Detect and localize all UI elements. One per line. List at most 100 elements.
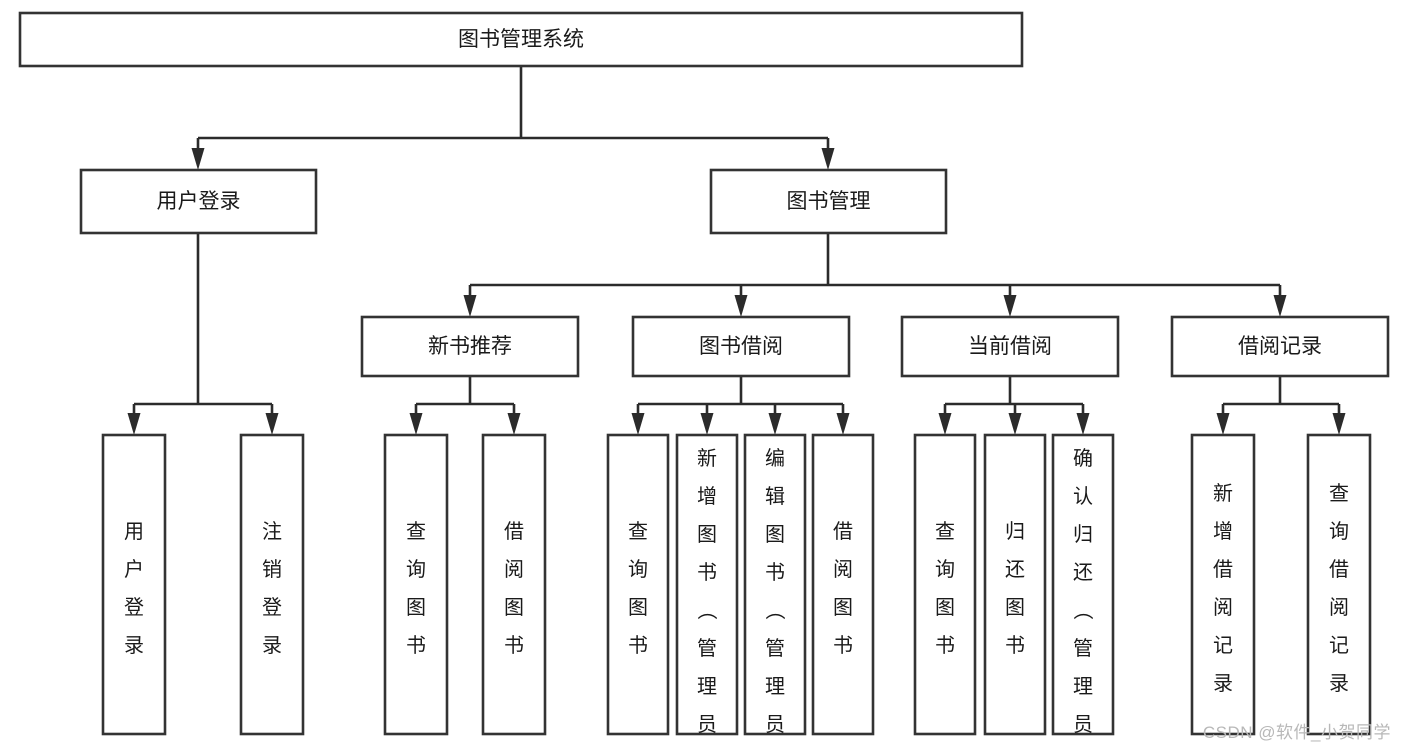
- node-label-leaf-edit-book-admin-char-2: 图: [765, 524, 785, 546]
- node-label-leaf-confirm-return-admin-char-2: 归: [1073, 523, 1093, 546]
- node-label-user-login: 用户登录: [157, 190, 241, 213]
- node-borrow-record[interactable]: 借阅记录: [1170, 315, 1390, 378]
- node-box-leaf-query-book-1: [383, 433, 449, 736]
- arrow-head-icon: [1008, 413, 1022, 435]
- arrow-head-icon: [127, 413, 141, 435]
- node-label-leaf-edit-book-admin-char-3: 书: [765, 561, 785, 584]
- node-box-root: [18, 11, 1024, 68]
- arrow-head-icon: [409, 413, 423, 435]
- node-label-leaf-confirm-return-admin-char-3: 还: [1073, 561, 1093, 584]
- node-label-leaf-borrow-book-2-char-3: 书: [833, 634, 853, 657]
- node-label-leaf-user-login-char-1: 户: [124, 558, 144, 581]
- node-box-leaf-borrow-book-2: [811, 433, 875, 736]
- node-label-leaf-query-book-1-char-1: 询: [406, 558, 426, 581]
- arrow-head-icon: [191, 148, 205, 170]
- node-label-new-book-recommend: 新书推荐: [428, 335, 512, 358]
- connector-user-login-to-leaves: [127, 233, 279, 435]
- node-book-manage[interactable]: 图书管理: [709, 168, 948, 235]
- node-label-leaf-borrow-book-1-char-0: 借: [504, 520, 524, 543]
- node-box-leaf-add-book-admin: [675, 433, 739, 736]
- node-box-leaf-add-borrow-record: [1190, 433, 1256, 736]
- node-label-leaf-query-book-1-char-0: 查: [406, 520, 426, 543]
- node-label-leaf-add-book-admin-char-7: 员: [697, 714, 717, 736]
- node-leaf-user-login[interactable]: 用户登录: [101, 433, 167, 736]
- csdn-watermark: CSDN @软件_小贺同学: [1202, 723, 1391, 742]
- node-label-leaf-confirm-return-admin-char-7: 员: [1073, 714, 1093, 736]
- node-label-leaf-add-borrow-record-char-3: 阅: [1213, 596, 1233, 619]
- node-label-leaf-borrow-book-2-char-2: 图: [833, 597, 853, 619]
- node-label-leaf-query-borrow-record-char-0: 查: [1329, 482, 1349, 505]
- node-layer: 图书管理系统用户登录图书管理新书推荐图书借阅当前借阅借阅记录用户登录注销登录查询…: [18, 11, 1390, 747]
- node-root[interactable]: 图书管理系统: [18, 11, 1024, 68]
- node-label-leaf-query-book-2-char-1: 询: [628, 558, 648, 581]
- node-label-leaf-borrow-book-1-char-2: 图: [504, 597, 524, 619]
- arrow-head-icon: [768, 413, 782, 435]
- node-label-leaf-query-borrow-record-char-5: 录: [1329, 673, 1349, 695]
- node-box-leaf-logout-login: [239, 433, 305, 736]
- node-box-leaf-edit-book-admin: [743, 433, 807, 736]
- node-new-book-recommend[interactable]: 新书推荐: [360, 315, 580, 378]
- node-label-leaf-edit-book-admin-char-4: （: [763, 600, 786, 620]
- node-label-book-manage: 图书管理: [787, 190, 871, 213]
- node-label-leaf-edit-book-admin-char-5: 管: [765, 637, 785, 660]
- node-box-leaf-query-borrow-record: [1306, 433, 1372, 736]
- node-label-leaf-query-book-3-char-2: 图: [935, 597, 955, 619]
- node-box-leaf-borrow-book-1: [481, 433, 547, 736]
- node-label-leaf-edit-book-admin-char-1: 辑: [765, 485, 785, 508]
- node-current-borrow[interactable]: 当前借阅: [900, 315, 1120, 378]
- arrow-head-icon: [938, 413, 952, 435]
- node-label-leaf-query-borrow-record-char-3: 阅: [1329, 596, 1349, 619]
- node-label-leaf-logout-login-char-3: 录: [262, 635, 282, 657]
- arrow-head-icon: [1332, 413, 1346, 435]
- node-label-leaf-confirm-return-admin-char-5: 管: [1073, 637, 1093, 660]
- node-box-leaf-query-book-3: [913, 433, 977, 736]
- arrow-head-icon: [734, 295, 748, 317]
- node-label-leaf-query-book-3-char-1: 询: [935, 558, 955, 581]
- arrow-head-icon: [265, 413, 279, 435]
- node-box-leaf-user-login: [101, 433, 167, 736]
- node-book-borrow[interactable]: 图书借阅: [631, 315, 851, 378]
- node-label-leaf-return-book-char-0: 归: [1005, 520, 1025, 543]
- node-user-login[interactable]: 用户登录: [79, 168, 318, 235]
- node-label-leaf-confirm-return-admin-char-6: 理: [1073, 676, 1093, 698]
- node-label-leaf-add-borrow-record-char-0: 新: [1213, 482, 1233, 505]
- node-label-current-borrow: 当前借阅: [968, 335, 1052, 358]
- node-label-leaf-add-book-admin-char-2: 图: [697, 524, 717, 546]
- node-box-book-borrow: [631, 315, 851, 378]
- node-box-borrow-record: [1170, 315, 1390, 378]
- connector-book-manage-to-level2: [463, 233, 1287, 317]
- connector-current-to-leaves: [938, 376, 1090, 435]
- node-label-leaf-add-book-admin-char-0: 新: [697, 447, 717, 470]
- node-label-root: 图书管理系统: [458, 28, 584, 51]
- node-label-leaf-query-book-2-char-0: 查: [628, 520, 648, 543]
- node-label-leaf-return-book-char-1: 还: [1005, 558, 1025, 581]
- arrow-head-icon: [700, 413, 714, 435]
- node-label-leaf-add-book-admin-char-5: 管: [697, 637, 717, 660]
- node-box-book-manage: [709, 168, 948, 235]
- node-label-leaf-borrow-book-1-char-3: 书: [504, 634, 524, 657]
- node-label-leaf-edit-book-admin-char-6: 理: [765, 676, 785, 698]
- connector-layer: [127, 66, 1346, 435]
- node-label-leaf-add-book-admin-char-3: 书: [697, 561, 717, 584]
- arrow-head-icon: [1273, 295, 1287, 317]
- node-label-leaf-query-borrow-record-char-2: 借: [1329, 558, 1349, 581]
- node-box-user-login: [79, 168, 318, 235]
- node-label-borrow-record: 借阅记录: [1238, 335, 1322, 358]
- node-box-leaf-query-book-2: [606, 433, 670, 736]
- arrow-head-icon: [821, 148, 835, 170]
- node-label-leaf-borrow-book-2-char-0: 借: [833, 520, 853, 543]
- node-label-leaf-query-book-1-char-2: 图: [406, 597, 426, 619]
